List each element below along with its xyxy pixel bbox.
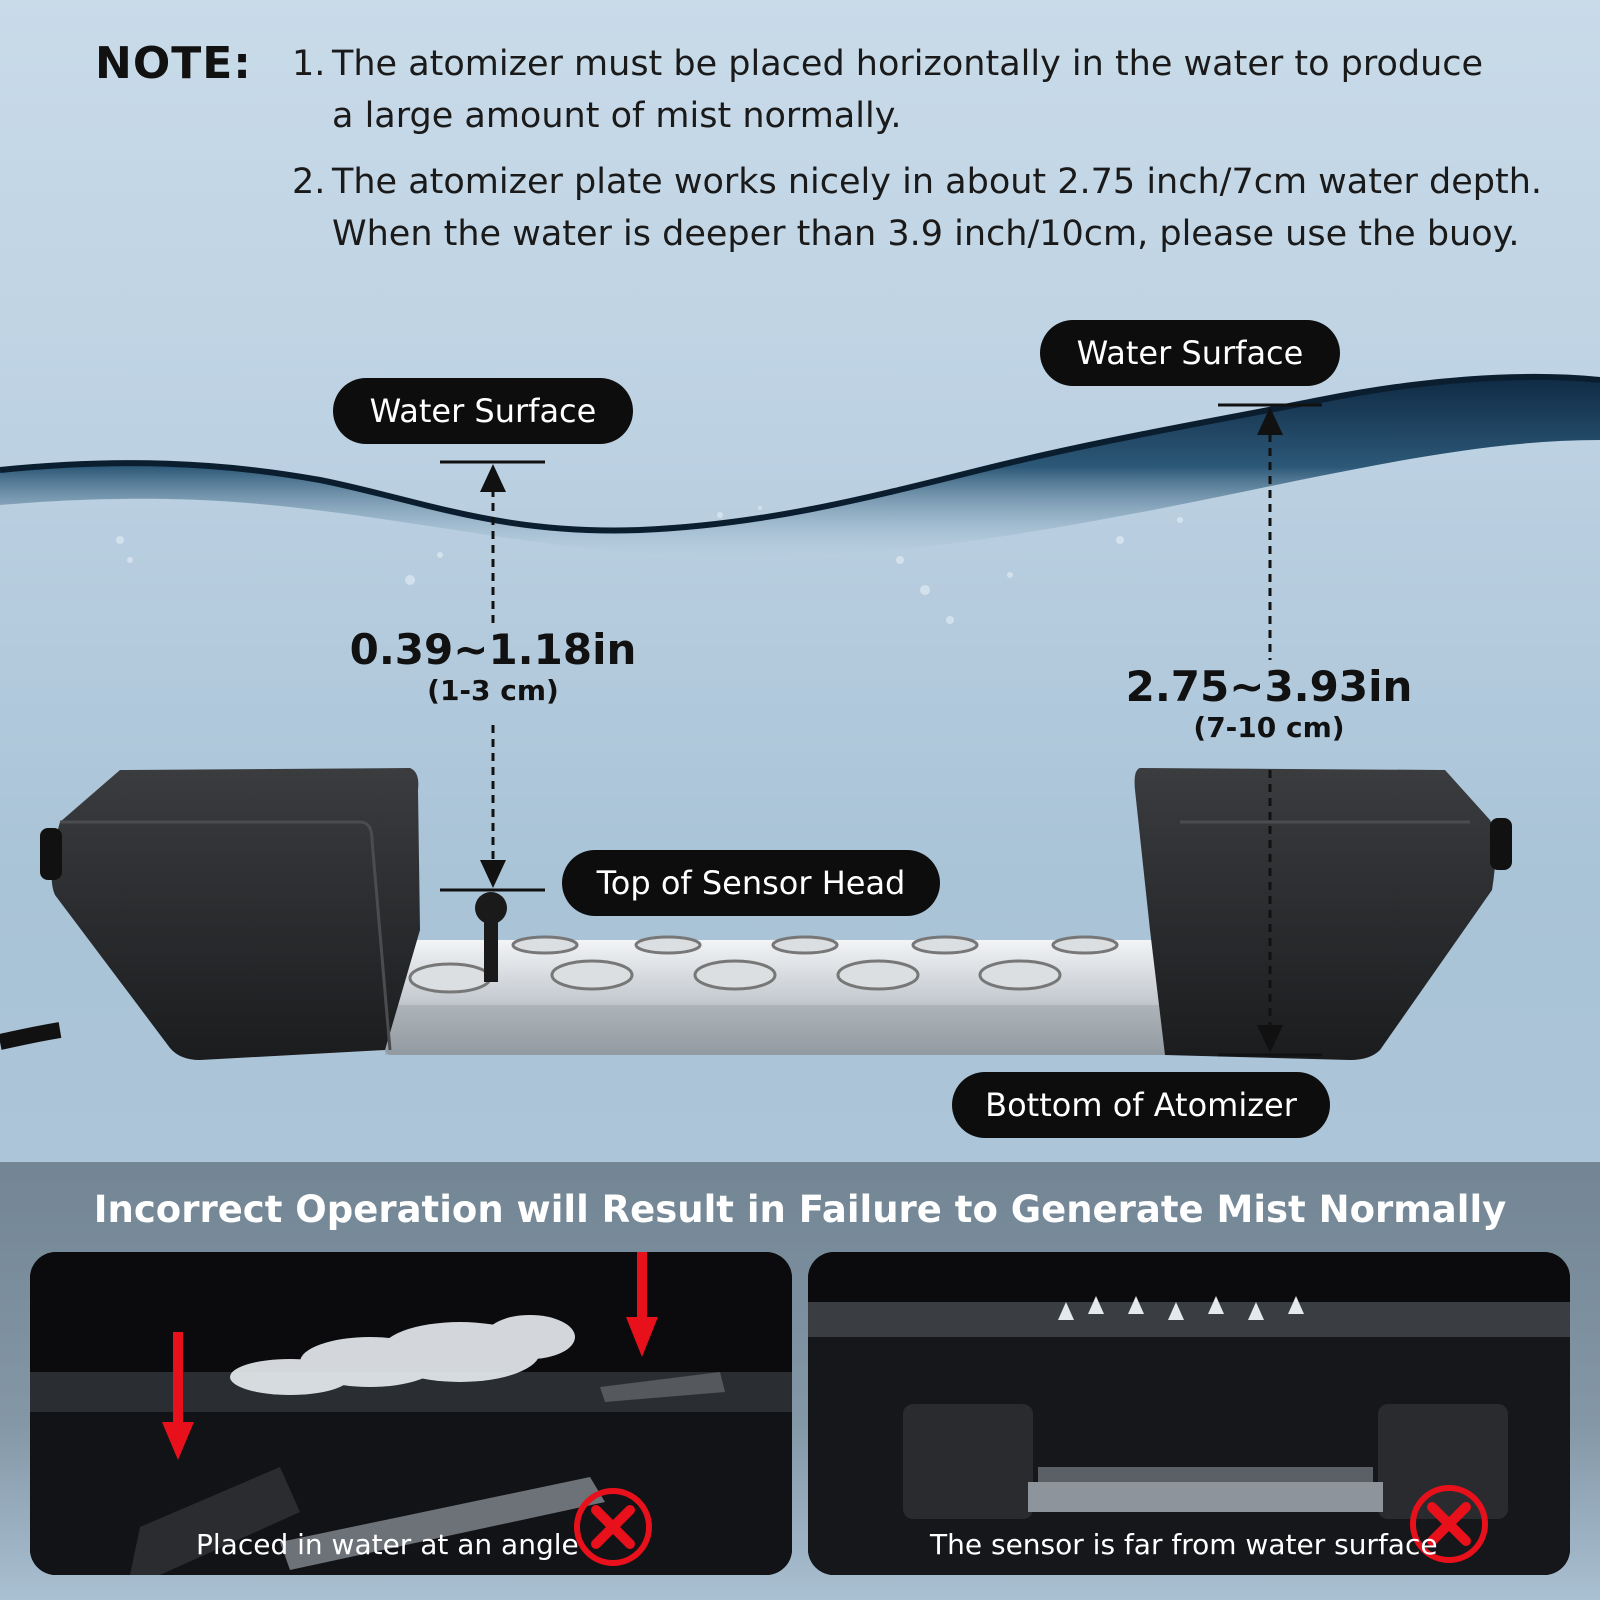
angled-atomizer-photo (30, 1252, 792, 1575)
right-depth-measurement: 2.75~3.93in (7-10 cm) (1116, 662, 1422, 744)
left-depth-metric: (1-3 cm) (427, 674, 559, 707)
right-depth-indicator (1218, 403, 1322, 1057)
bottom-of-atomizer-label: Bottom of Atomizer (952, 1072, 1330, 1138)
red-x-icon (1410, 1485, 1488, 1563)
warning-title: Incorrect Operation will Result in Failu… (93, 1188, 1507, 1231)
deep-atomizer-photo (808, 1252, 1570, 1575)
panel-caption-angled: Placed in water at an angle (196, 1528, 579, 1561)
right-depth-value: 2.75~3.93in (1125, 662, 1413, 711)
left-depth-indicator (440, 460, 545, 892)
top-of-sensor-head-label: Top of Sensor Head (562, 850, 940, 916)
atomizer-device (0, 768, 1512, 1060)
red-x-icon (574, 1488, 652, 1566)
note-item-1-line-2: a large amount of mist normally. (332, 96, 902, 136)
water-surface-label-left: Water Surface (333, 378, 633, 444)
note-item-1-number: 1. (292, 44, 326, 84)
red-arrow-icon (626, 1252, 658, 1357)
left-depth-value: 0.39~1.18in (349, 625, 637, 674)
incorrect-example-angled: Placed in water at an angle (30, 1252, 792, 1575)
red-arrow-icon (162, 1332, 194, 1460)
note-title: NOTE: (95, 38, 252, 89)
note-item-2-line-1: The atomizer plate works nicely in about… (332, 162, 1543, 202)
note-item-2-line-2: When the water is deeper than 3.9 inch/1… (332, 214, 1520, 254)
note-item-2-number: 2. (292, 162, 326, 202)
note-item-1-line-1: The atomizer must be placed horizontally… (332, 44, 1484, 84)
left-depth-measurement: 0.39~1.18in (1-3 cm) (340, 625, 646, 707)
water-surface-label-right: Water Surface (1040, 320, 1340, 386)
incorrect-example-deep: The sensor is far from water surface (808, 1252, 1570, 1575)
panel-caption-deep: The sensor is far from water surface (930, 1528, 1438, 1561)
right-depth-metric: (7-10 cm) (1193, 711, 1345, 744)
